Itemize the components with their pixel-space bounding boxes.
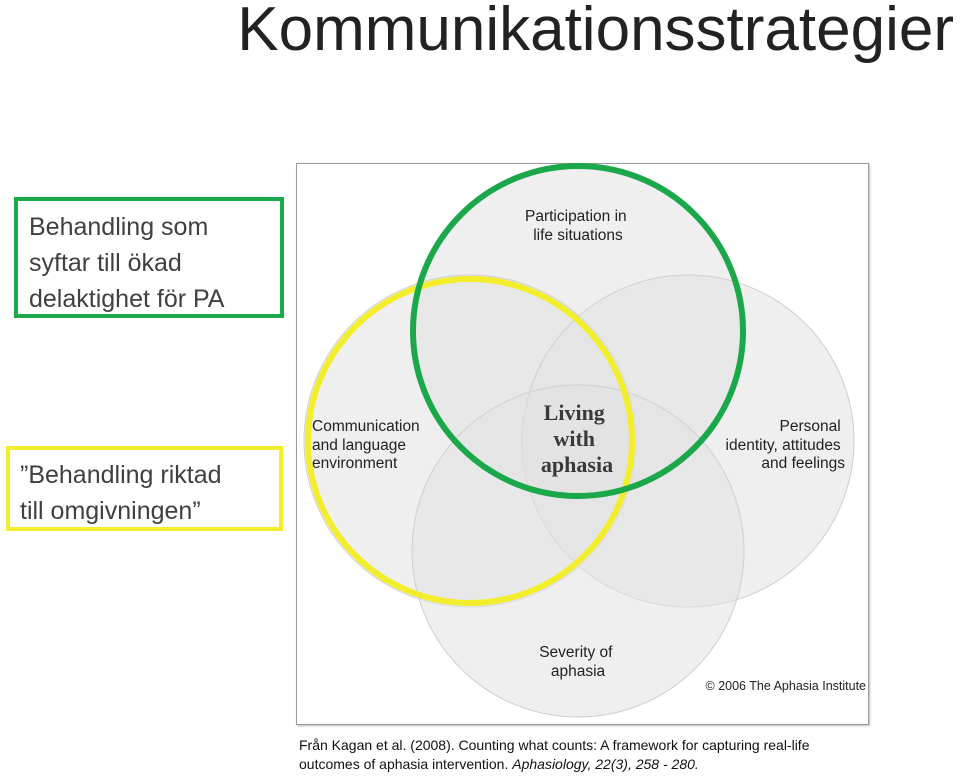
yellow-text-box: ”Behandling riktad till omgivningen” bbox=[6, 446, 283, 531]
yellow-box-line: till omgivningen” bbox=[20, 497, 201, 525]
reference-plain: outcomes of aphasia intervention. bbox=[299, 756, 513, 772]
green-box-line: delaktighet för PA bbox=[29, 285, 225, 313]
venn-diagram-frame bbox=[296, 163, 869, 725]
green-text-box: Behandling som syftar till ökad delaktig… bbox=[14, 197, 284, 318]
green-box-line: Behandling som bbox=[29, 213, 209, 241]
green-box-line: syftar till ökad bbox=[29, 249, 182, 277]
page-title: Kommunikationsstrategier bbox=[237, 0, 954, 64]
yellow-box-line: ”Behandling riktad bbox=[20, 461, 222, 489]
reference-line-1: Från Kagan et al. (2008). Counting what … bbox=[299, 737, 810, 753]
reference-journal: Aphasiology, 22(3), 258 - 280. bbox=[512, 756, 699, 772]
reference-citation: Från Kagan et al. (2008). Counting what … bbox=[299, 736, 810, 774]
reference-line-2: outcomes of aphasia intervention. Aphasi… bbox=[299, 755, 810, 774]
